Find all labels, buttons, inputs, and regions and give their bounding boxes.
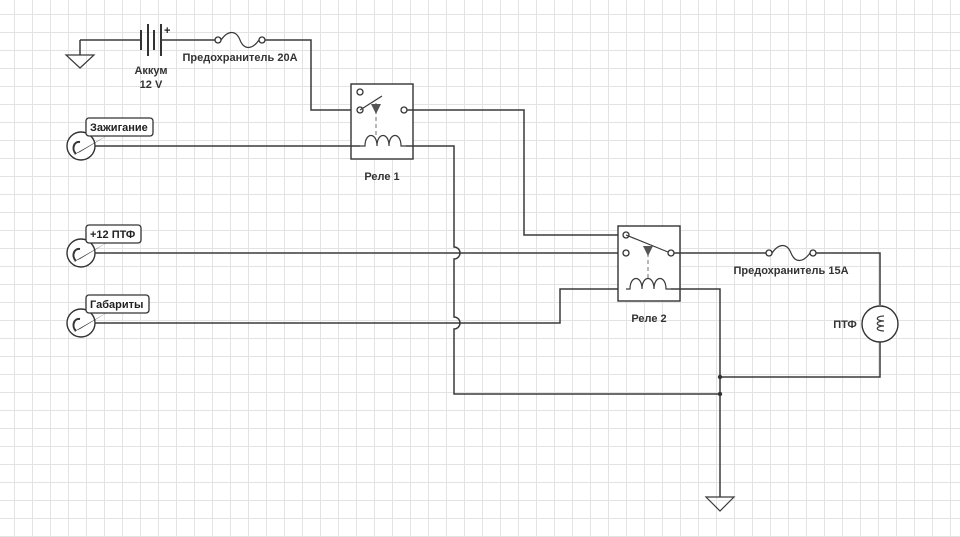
wire-fuse2-lamp: [816, 252, 881, 305]
fuse-15a: [765, 244, 817, 262]
battery-ground: [64, 40, 96, 69]
junction-dot-relay1: [717, 391, 723, 397]
parking-connector: [66, 294, 150, 338]
wire-lamp-ground: [720, 342, 881, 378]
ignition-label: Зажигание: [90, 122, 148, 134]
battery-plus-sign: +: [164, 25, 170, 37]
junction-dot-lamp: [717, 374, 723, 380]
wire-relay1-out-relay2: [407, 109, 626, 236]
wire-ground-bus: [671, 288, 721, 497]
fog-lamp-label: ПТФ: [833, 319, 857, 331]
fuse-20a: [214, 31, 266, 49]
fog-lamp: [861, 305, 899, 343]
fog-plus-label: +12 ПТФ: [90, 229, 135, 241]
parking-label: Габариты: [90, 299, 143, 311]
wire-relay1-coil-ground: [406, 145, 720, 395]
main-ground: [704, 496, 736, 512]
battery-voltage-label: 12 V: [140, 79, 163, 91]
wire-parking-relay2-coil: [95, 288, 626, 324]
fuse-20a-label: Предохранитель 20A: [182, 52, 297, 64]
battery-label: Аккум: [134, 65, 167, 77]
fuse-15a-label: Предохранитель 15A: [733, 265, 848, 277]
wire-fuse1-relay1: [265, 39, 358, 111]
relay-2: [617, 225, 681, 302]
relay-2-label: Реле 2: [631, 313, 666, 325]
relay-1: [350, 83, 414, 160]
relay-1-label: Реле 1: [364, 171, 399, 183]
fog-plus-connector: [66, 224, 142, 268]
